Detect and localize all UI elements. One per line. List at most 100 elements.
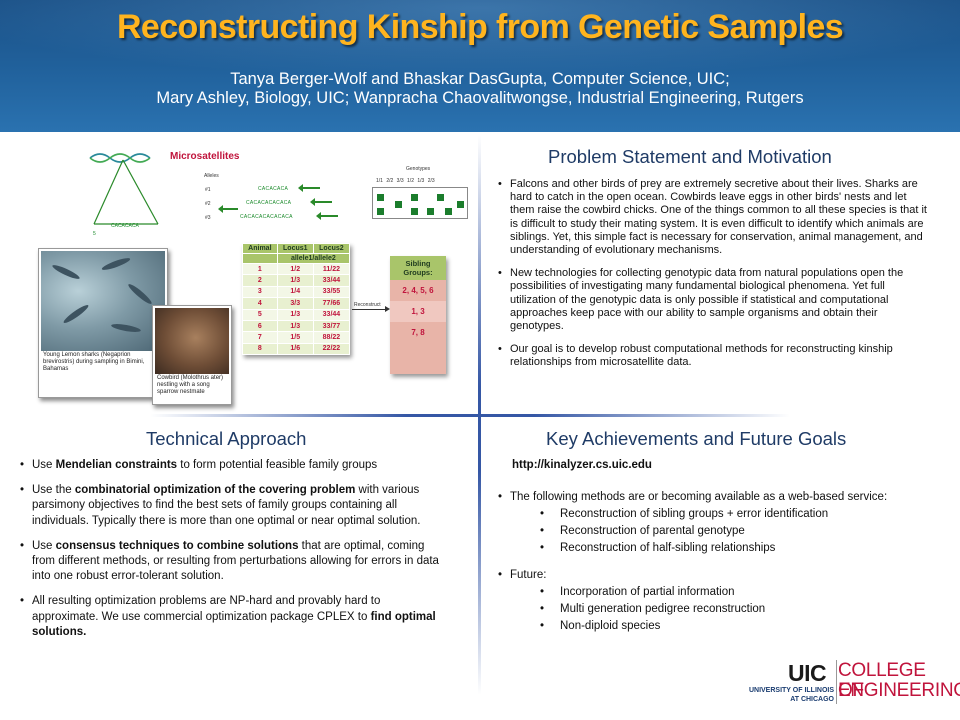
- allele-arrow-icon: [316, 212, 338, 220]
- table-cell: 1/5: [276, 331, 314, 344]
- table-cell: 2: [242, 274, 278, 287]
- sibling-groups-box: Sibling Groups: 2, 4, 5, 6 1, 3 7, 8: [390, 256, 446, 374]
- bullet-text: to form potential feasible family groups: [177, 459, 378, 471]
- sub-bullet-item: Incorporation of partial information: [510, 585, 930, 600]
- allele-sequence: CACACACACACA: [246, 200, 292, 206]
- sub-bullet-item: Non-diploid species: [510, 619, 930, 634]
- bullet-item: Use Mendelian constraints to form potent…: [18, 458, 450, 473]
- table-cell: 33/77: [312, 319, 351, 333]
- authors-line-2: Mary Ashley, Biology, UIC; Wanpracha Cha…: [156, 89, 804, 107]
- bullet-item: Falcons and other birds of prey are extr…: [496, 178, 930, 257]
- authors-line-1: Tanya Berger-Wolf and Bhaskar DasGupta, …: [230, 70, 730, 88]
- sub-bullet-list: Incorporation of partial information Mul…: [510, 585, 930, 634]
- technical-heading: Technical Approach: [146, 428, 307, 449]
- poster-title: Reconstructing Kinship from Genetic Samp…: [116, 8, 844, 46]
- genotype-marker: [377, 194, 384, 201]
- table-header-row: Animal Locus1 Locus2: [242, 243, 351, 254]
- cowbird-caption: Cowbird (Molothrus ater) nestling with a…: [157, 375, 224, 395]
- cowbird-photo: Cowbird (Molothrus ater) nestling with a…: [152, 305, 232, 405]
- bullet-item: Use consensus techniques to combine solu…: [18, 539, 450, 585]
- table-cell: 1/6: [276, 342, 314, 356]
- header-glow: [0, 0, 960, 80]
- dna-helix-strand-2: [89, 153, 151, 163]
- bullet-text: All resulting optimization problems are …: [32, 595, 381, 623]
- sibling-groups-heading: Sibling Groups:: [390, 256, 446, 280]
- genotype-marker: [377, 208, 384, 215]
- table-cell: 33/44: [312, 308, 351, 321]
- triangle-left-edge: [93, 159, 124, 225]
- genotype-values: 1/1 2/2 3/3 1/2 1/3 2/3: [376, 178, 435, 184]
- table-cell: 1: [242, 262, 278, 276]
- table-cell: 6: [242, 319, 278, 333]
- bullet-text: Use: [32, 459, 56, 471]
- shark-shape: [51, 262, 81, 282]
- bullet-text: The following methods are or becoming av…: [510, 491, 888, 503]
- table-header-row: allele1/allele2: [242, 253, 351, 264]
- allele-arrow-icon: [310, 198, 332, 206]
- strand-sequence: CACACACA: [111, 223, 139, 229]
- bullet-emphasis: combinatorial optimization of the coveri…: [74, 484, 356, 497]
- shark-shape: [126, 282, 154, 306]
- table-cell: 7: [242, 331, 278, 344]
- table-cell: 1/2: [276, 262, 314, 276]
- logo-university-text: UNIVERSITY OF ILLINOIS AT CHICAGO: [742, 686, 834, 704]
- table-cell: 88/22: [312, 331, 351, 344]
- sibling-group: 7, 8: [411, 328, 425, 337]
- bullet-item: Future: Incorporation of partial informa…: [496, 568, 930, 634]
- genotype-marker: [445, 208, 452, 215]
- sibling-group: 1, 3: [390, 301, 446, 322]
- logo-university-line: UNIVERSITY OF ILLINOIS: [748, 687, 834, 694]
- dna-helix-strand-1: [89, 153, 151, 163]
- table-header-cell: [242, 253, 278, 264]
- table-cell: 1/3: [276, 319, 314, 333]
- cowbird-image: [155, 308, 229, 374]
- allele-sequence: CACACACA: [258, 186, 289, 192]
- bullet-text: Future:: [510, 569, 547, 581]
- logo-uic-text: UIC: [788, 660, 827, 686]
- sub-bullet-list: Reconstruction of sibling groups + error…: [510, 507, 930, 556]
- problem-bullets: Falcons and other birds of prey are extr…: [496, 178, 930, 380]
- genotype-marker: [427, 208, 434, 215]
- reconstruct-label: Reconstruct: [354, 302, 381, 308]
- logo-university-line: AT CHICAGO: [790, 696, 834, 703]
- shark-photo: Young Lemon sharks (Negaprion brevirostr…: [38, 248, 168, 398]
- bullet-item: All resulting optimization problems are …: [18, 594, 450, 640]
- bullet-item: New technologies for collecting genotypi…: [496, 267, 930, 333]
- shark-shape: [100, 256, 132, 272]
- table-cell: 22/22: [312, 342, 351, 356]
- sub-bullet-item: Reconstruction of sibling groups + error…: [510, 507, 930, 522]
- table-header-cell: Locus2: [312, 243, 351, 254]
- bullet-text: Use the: [32, 484, 75, 497]
- kinalyzer-url-link[interactable]: http://kinalyzer.cs.uic.edu: [512, 459, 652, 471]
- table-cell: 33/55: [312, 285, 351, 299]
- authors-block: Tanya Berger-Wolf and Bhaskar DasGupta, …: [0, 70, 960, 108]
- horizontal-divider: [150, 414, 790, 417]
- shark-shape: [61, 302, 91, 326]
- triangle-right-edge: [122, 159, 159, 225]
- technical-bullets: Use Mendelian constraints to form potent…: [18, 458, 450, 650]
- table-header-cell: Locus1: [276, 243, 314, 254]
- reconstruct-arrow-icon: [352, 306, 390, 312]
- achievements-bullets: The following methods are or becoming av…: [496, 490, 930, 646]
- sibling-group: 2, 4, 5, 6: [402, 286, 434, 295]
- bullet-emphasis: consensus techniques to combine solution…: [55, 539, 299, 552]
- microsatellites-label: Microsatellites: [170, 151, 240, 162]
- allele-number: #3: [205, 215, 211, 221]
- logo-college-text: COLLEGE OF: [838, 660, 926, 701]
- shark-image: [41, 251, 165, 351]
- genotype-marker: [457, 201, 464, 208]
- genotype-marker: [411, 194, 418, 201]
- genotype-marker: [437, 194, 444, 201]
- sub-bullet-item: Reconstruction of parental genotype: [510, 524, 930, 539]
- allele-number: #1: [205, 187, 211, 193]
- allele-arrow-icon: [218, 205, 238, 213]
- table-cell: 11/22: [312, 262, 351, 276]
- sub-bullet-item: Reconstruction of half-sibling relations…: [510, 541, 930, 556]
- table-header-cell: Animal: [242, 243, 278, 254]
